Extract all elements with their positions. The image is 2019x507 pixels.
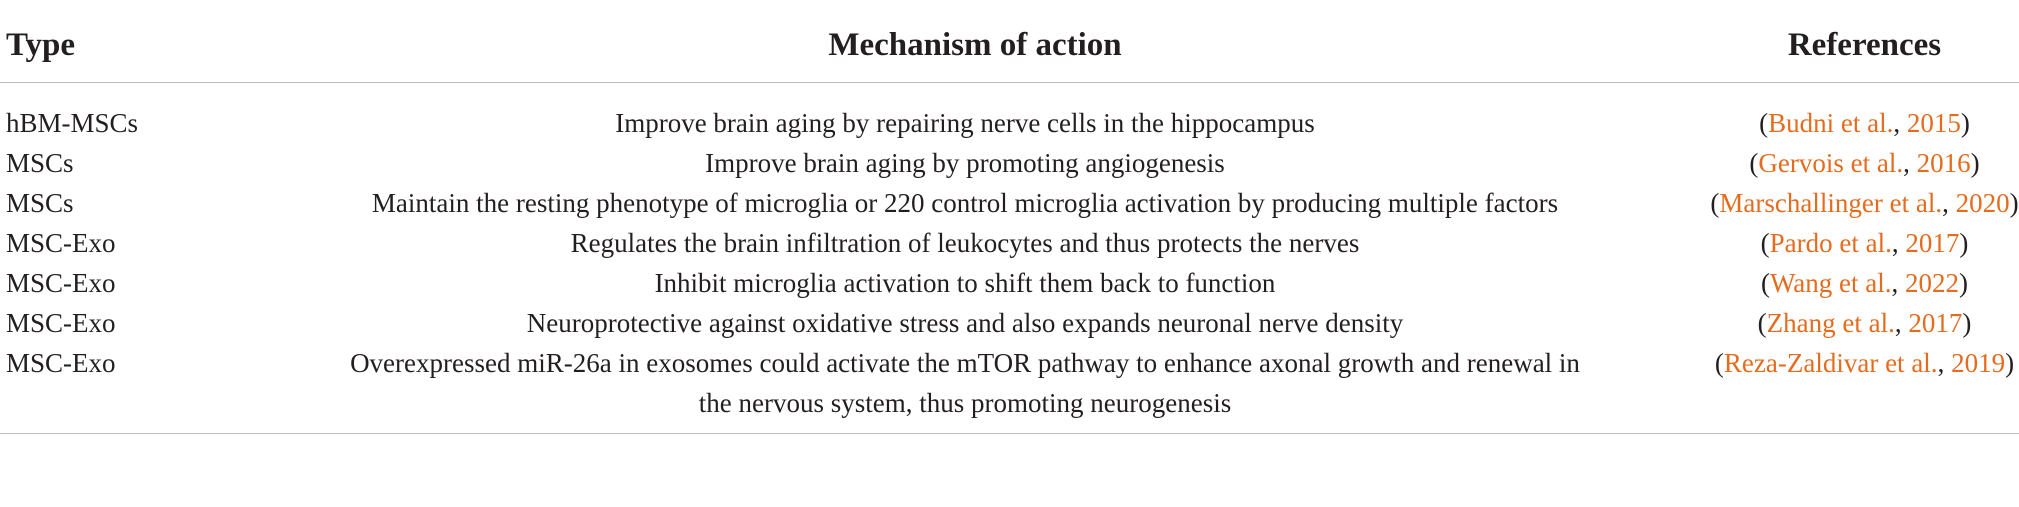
cell-reference: (Zhang et al., 2017): [1757, 308, 1972, 338]
cell-type: MSC-Exo: [6, 308, 116, 338]
cell-mechanism: Improve brain aging by promoting angioge…: [705, 148, 1225, 178]
cell-mechanism: Overexpressed miR-26a in exosomes could …: [200, 343, 1640, 434]
reference-year-link[interactable]: 2015: [1906, 108, 1961, 138]
cell-mechanism: Regulates the brain infiltration of leuk…: [570, 228, 1360, 258]
reference-year-link[interactable]: 2019: [1951, 348, 2006, 378]
reference-year-link[interactable]: 2017: [1908, 308, 1963, 338]
table-row: MSC-Exo Neuroprotective against oxidativ…: [0, 303, 2019, 343]
table-row: hBM-MSCs Improve brain aging by repairin…: [0, 83, 2019, 144]
cell-reference: (Pardo et al., 2017): [1760, 228, 1969, 258]
reference-author-link[interactable]: Reza-Zaldivar et al.: [1723, 348, 1938, 378]
header-mechanism: Mechanism of action: [200, 0, 1640, 83]
reference-year-link[interactable]: 2022: [1905, 268, 1960, 298]
reference-year-link[interactable]: 2017: [1905, 228, 1960, 258]
table-row: MSCs Improve brain aging by promoting an…: [0, 143, 2019, 183]
reference-author-link[interactable]: Zhang et al.: [1766, 308, 1895, 338]
reference-author-link[interactable]: Wang et al.: [1769, 268, 1892, 298]
table-row: MSC-Exo Overexpressed miR-26a in exosome…: [0, 343, 2019, 434]
table-row: MSC-Exo Regulates the brain infiltration…: [0, 223, 2019, 263]
cell-type: MSCs: [6, 148, 74, 178]
header-row: Type Mechanism of action References: [0, 0, 2019, 83]
mechanism-table: Type Mechanism of action References hBM-…: [0, 0, 2019, 434]
cell-reference: (Reza-Zaldivar et al., 2019): [1640, 343, 2019, 434]
cell-reference: (Gervois et al., 2016): [1749, 148, 1980, 178]
reference-year-link[interactable]: 2016: [1916, 148, 1971, 178]
cell-reference: (Budni et al., 2015): [1759, 108, 1970, 138]
reference-year-link[interactable]: 2020: [1955, 188, 2010, 218]
cell-reference: (Wang et al., 2022): [1760, 268, 1969, 298]
cell-type: MSC-Exo: [0, 343, 200, 434]
header-type: Type: [0, 0, 200, 83]
table-body: hBM-MSCs Improve brain aging by repairin…: [0, 83, 2019, 434]
reference-author-link[interactable]: Marschallinger et al.: [1719, 188, 1943, 218]
table-row: MSCs Maintain the resting phenotype of m…: [0, 183, 2019, 223]
cell-mechanism: Maintain the resting phenotype of microg…: [371, 188, 1559, 218]
reference-author-link[interactable]: Budni et al.: [1768, 108, 1894, 138]
cell-type: MSCs: [6, 188, 74, 218]
table-header: Type Mechanism of action References: [0, 0, 2019, 83]
cell-mechanism: Improve brain aging by repairing nerve c…: [615, 108, 1315, 138]
reference-author-link[interactable]: Pardo et al.: [1769, 228, 1892, 258]
cell-type: hBM-MSCs: [6, 108, 139, 138]
cell-mechanism: Inhibit microglia activation to shift th…: [654, 268, 1276, 298]
reference-author-link[interactable]: Gervois et al.: [1758, 148, 1904, 178]
cell-mechanism: Neuroprotective against oxidative stress…: [526, 308, 1404, 338]
cell-reference: (Marschallinger et al., 2020): [1710, 188, 2019, 218]
cell-type: MSC-Exo: [6, 268, 116, 298]
header-references: References: [1640, 0, 2019, 83]
table-row: MSC-Exo Inhibit microglia activation to …: [0, 263, 2019, 303]
cell-type: MSC-Exo: [6, 228, 116, 258]
